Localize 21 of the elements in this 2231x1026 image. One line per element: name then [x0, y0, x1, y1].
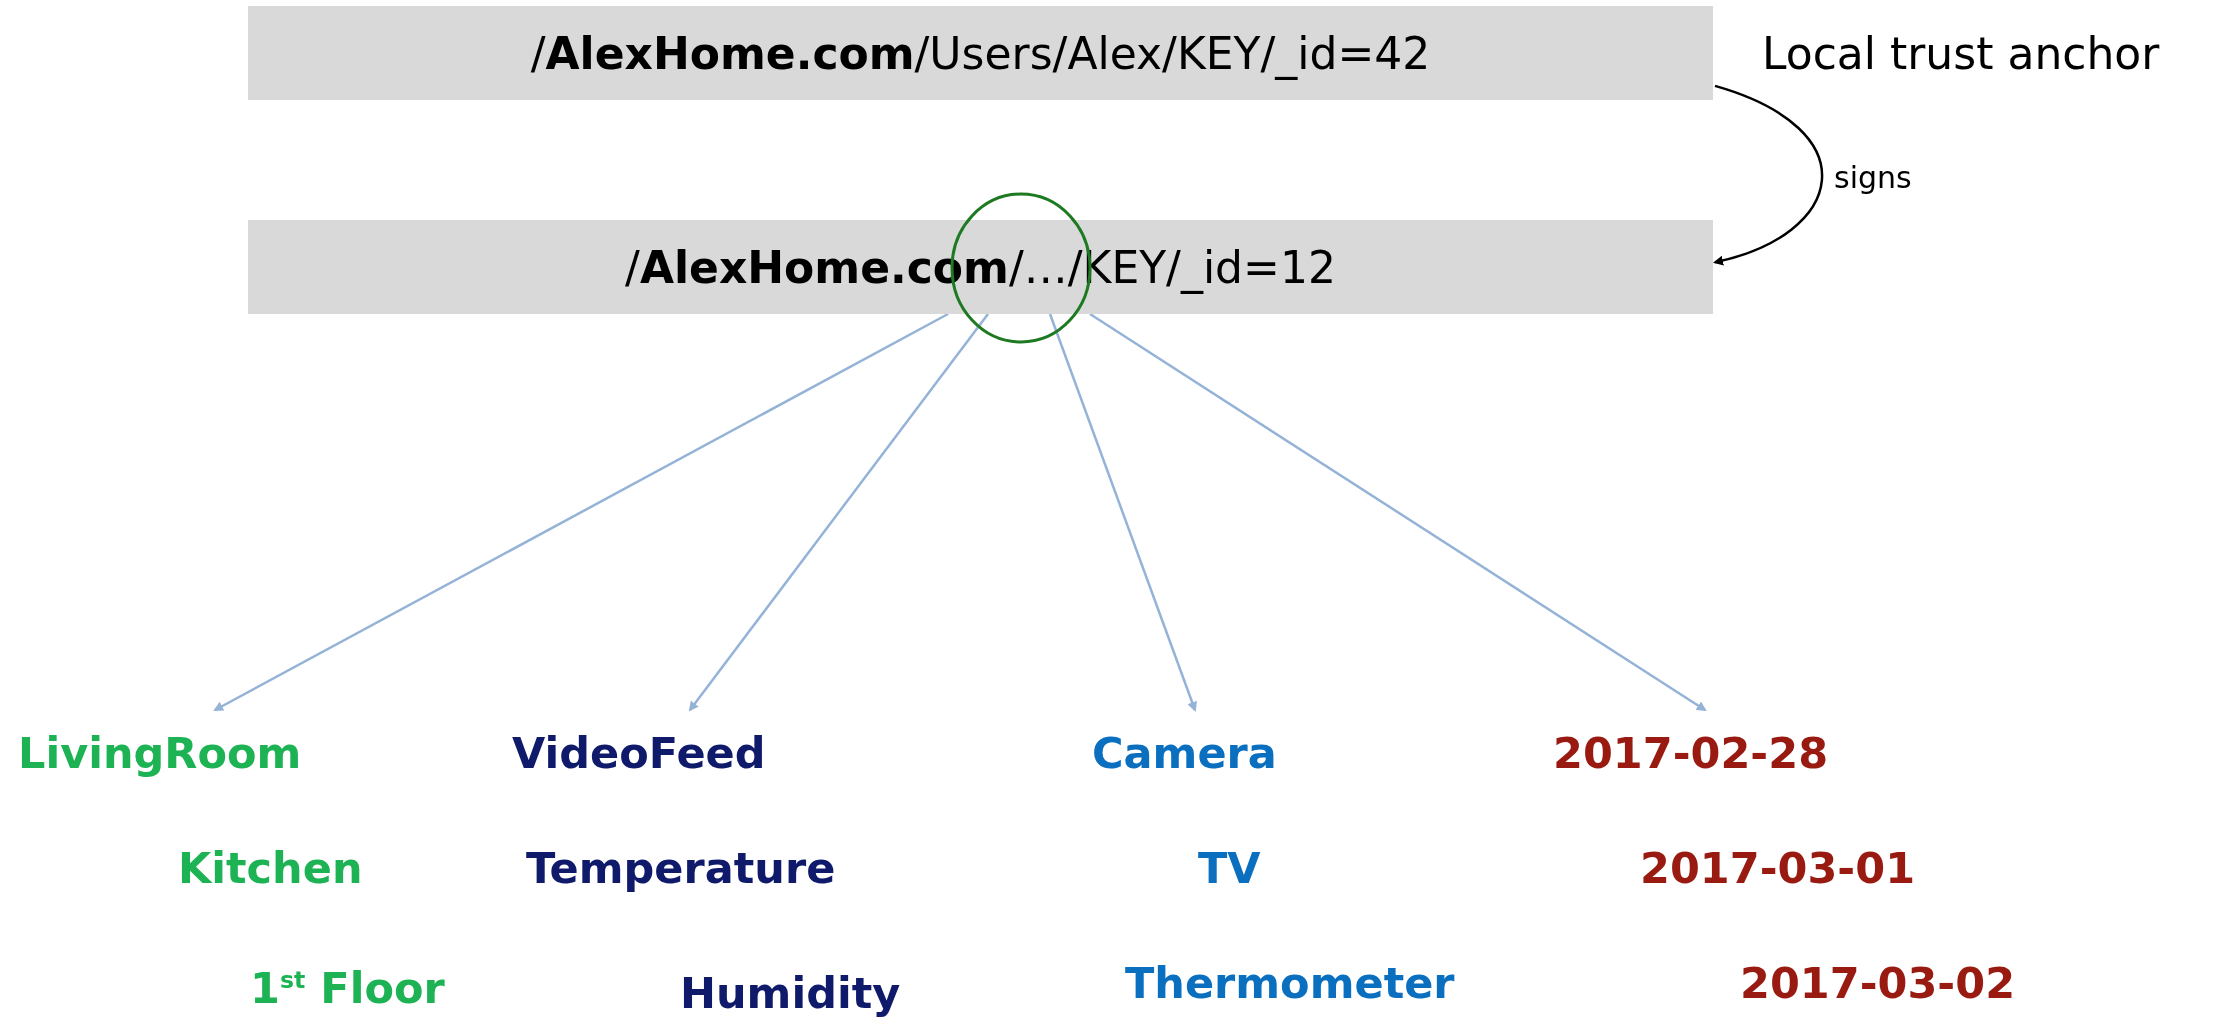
name-component: VideoFeed [512, 728, 766, 778]
name-component: 2017-03-02 [1740, 958, 2016, 1008]
name-bar [248, 6, 1713, 100]
curved-arrow [1713, 84, 1824, 265]
arrow [213, 312, 949, 712]
name-component: Camera [1092, 728, 1277, 778]
name-component: Humidity [680, 968, 901, 1018]
name-component: 2017-02-28 [1553, 728, 1829, 778]
arrow [1048, 313, 1197, 712]
name-component: Kitchen [178, 843, 363, 893]
arrow [688, 313, 989, 712]
name-path: /AlexHome.com/Users/Alex/KEY/_id=42 [530, 27, 1431, 79]
name-component: Temperature [526, 843, 836, 893]
arrow [1089, 312, 1707, 712]
name-component: Thermometer [1125, 958, 1455, 1008]
name-component: 2017-03-01 [1640, 843, 1916, 893]
name-bar [248, 220, 1713, 314]
name-component: LivingRoom [18, 728, 302, 778]
trust-anchor-note: Local trust anchor [1762, 28, 2160, 79]
name-component: 1$^{st}$ Floor [250, 963, 445, 1013]
name-component: TV [1198, 843, 1261, 893]
